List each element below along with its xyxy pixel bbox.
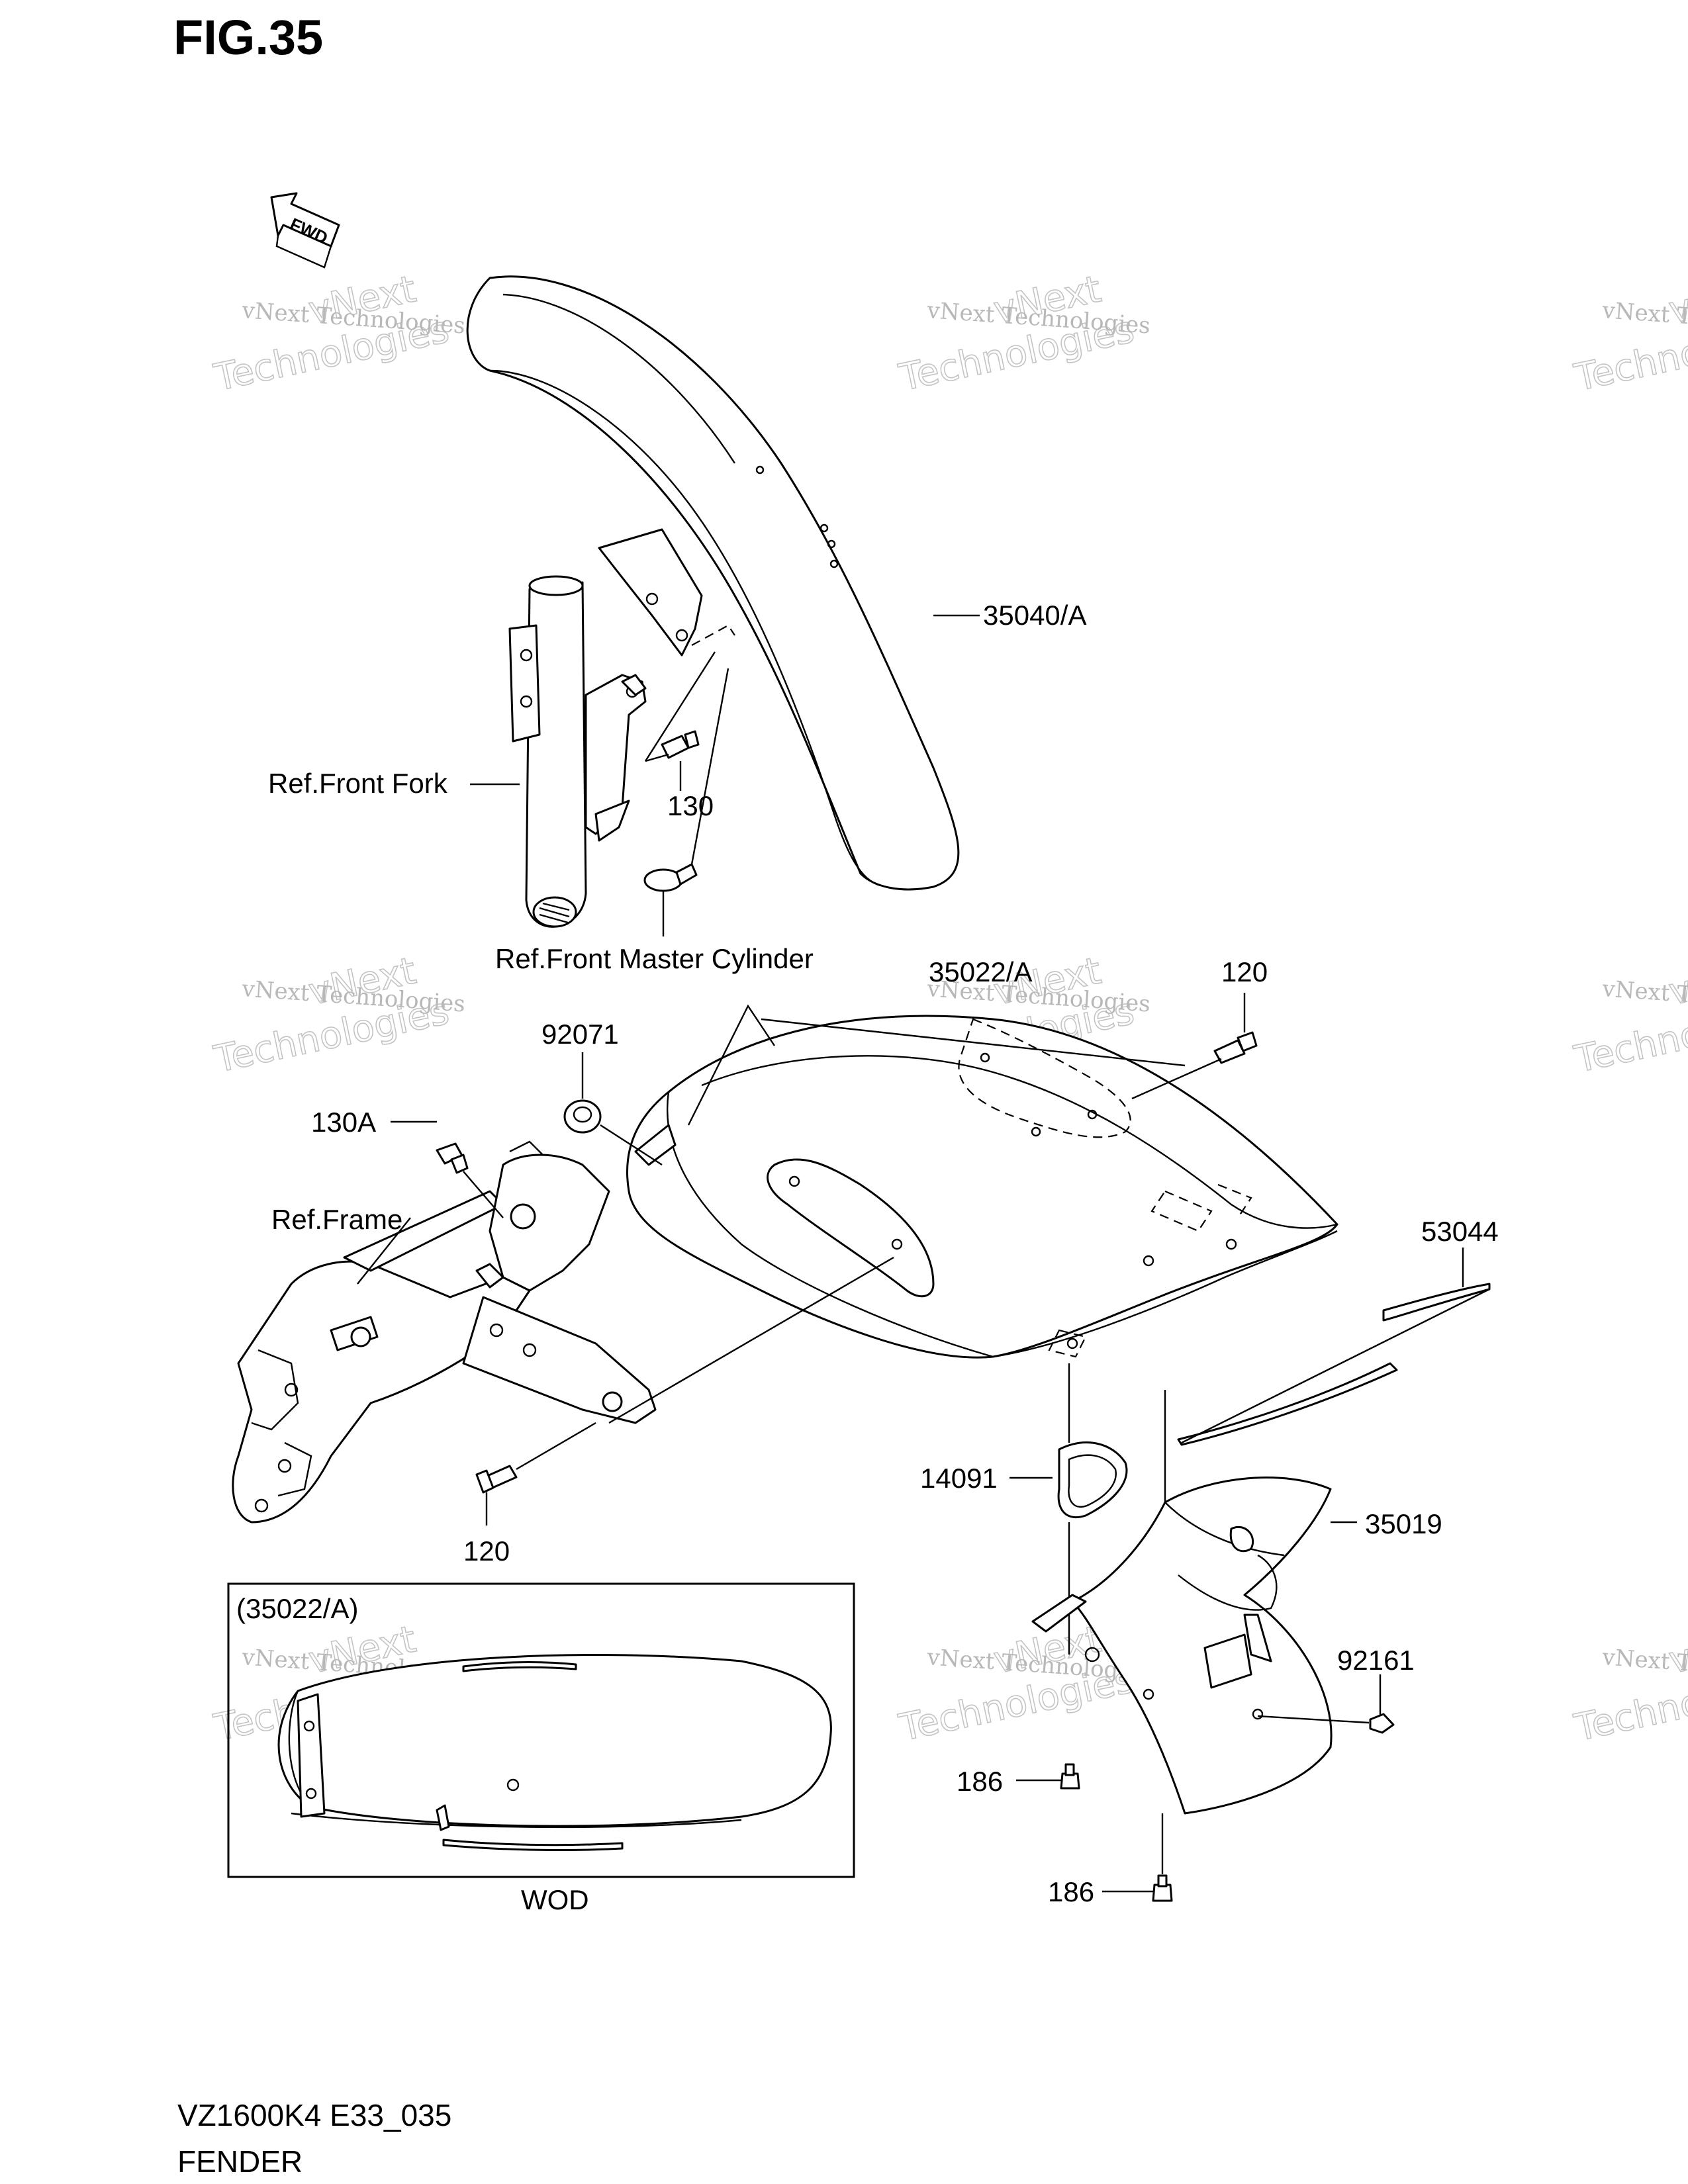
front-fork-drawing <box>508 575 647 928</box>
reflector-92161-drawing <box>1257 1674 1395 1734</box>
leader-line <box>608 1256 894 1424</box>
hose-clamp-drawing <box>643 668 729 892</box>
rear-fender-drawing <box>626 1015 1338 1359</box>
inset-box <box>227 1582 855 1878</box>
leader-line <box>357 1217 411 1285</box>
footer-section: FENDER <box>177 2144 303 2179</box>
label-rear-fender: 35022/A <box>929 956 1032 987</box>
label-inset-title: (35022/A) <box>236 1593 358 1624</box>
label-ref-frame: Ref.Frame <box>271 1204 402 1235</box>
label-bolt-120-bottom: 120 <box>463 1535 510 1567</box>
front-fender-drawing <box>466 275 960 891</box>
label-inset-caption: WOD <box>521 1884 589 1915</box>
screw-186-upper-drawing <box>1016 1763 1080 1790</box>
label-rear-fender-rear: 35019 <box>1365 1508 1442 1539</box>
label-ref-front-master-cylinder: Ref.Front Master Cylinder <box>495 943 814 974</box>
rear-fender-rear-drawing <box>1031 1390 1357 1815</box>
label-cushion-92071: 92071 <box>541 1019 619 1050</box>
bolt-130-drawing <box>644 651 716 762</box>
bolt-120-bottom-drawing <box>475 1422 596 1525</box>
label-ref-front-fork: Ref.Front Fork <box>268 768 448 799</box>
label-bolt-130a: 130A <box>311 1107 376 1138</box>
footer-model-code: VZ1600K4 E33_035 <box>177 2098 451 2132</box>
screw-186-lower-drawing <box>1102 1813 1173 1902</box>
label-seal-14091: 14091 <box>920 1463 998 1494</box>
figure-title: FIG.35 <box>173 10 323 65</box>
label-screw-186-lower: 186 <box>1048 1876 1094 1907</box>
label-strip-53044: 53044 <box>1421 1216 1499 1247</box>
frame-drawing <box>232 1140 657 1524</box>
cushion-92071-drawing <box>563 1052 663 1166</box>
watermark-group: Technologies vNext vNext Technologies Te… <box>210 267 1688 1751</box>
label-reflector-92161: 92161 <box>1337 1645 1415 1676</box>
strip-53044-drawing <box>1177 1248 1491 1446</box>
leader-line <box>687 1004 775 1126</box>
watermark-text: vNext Technologies <box>1601 297 1688 340</box>
bolt-120-top-drawing <box>761 993 1258 1100</box>
label-bolt-130: 130 <box>667 790 714 821</box>
bolt-130a-drawing <box>391 1120 504 1218</box>
label-screw-186-upper: 186 <box>957 1766 1003 1797</box>
label-front-fender: 35040/A <box>983 600 1086 631</box>
label-bolt-120-top: 120 <box>1221 956 1268 987</box>
forward-arrow-icon: FWD <box>270 192 340 269</box>
seal-14091-drawing <box>1009 1363 1128 1655</box>
